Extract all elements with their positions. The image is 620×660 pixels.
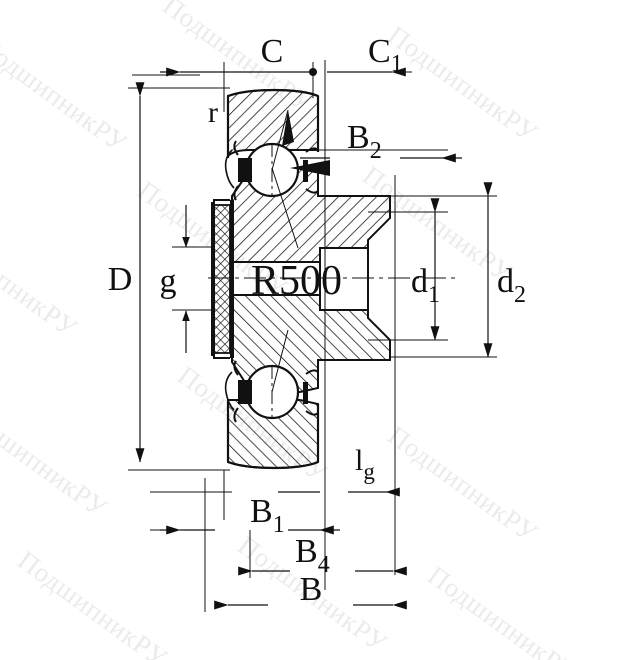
label-d2: d2 bbox=[497, 263, 526, 308]
leader-arrow-B2 bbox=[290, 160, 330, 176]
label-B4: B4 bbox=[295, 533, 330, 578]
label-g: g bbox=[160, 263, 177, 300]
dimension-line-C bbox=[160, 67, 317, 77]
label-R500: R500 bbox=[251, 258, 342, 304]
label-B1: B1 bbox=[250, 493, 285, 538]
label-C: C bbox=[261, 33, 284, 70]
bore-outline bbox=[319, 248, 369, 310]
ball-lower bbox=[224, 360, 319, 423]
label-D: D bbox=[108, 261, 133, 298]
label-B: B bbox=[300, 571, 323, 608]
leader-arrow-r bbox=[282, 110, 294, 146]
outer-ring-upper bbox=[226, 88, 320, 159]
leader-lines bbox=[271, 109, 299, 393]
label-B2: B2 bbox=[347, 119, 382, 164]
label-C1: C1 bbox=[368, 33, 403, 77]
outer-ring-lower bbox=[226, 399, 320, 470]
label-r: r bbox=[208, 96, 218, 129]
label-lg: lg bbox=[355, 444, 375, 484]
label-d1: d1 bbox=[411, 263, 440, 308]
seal-shield-strip bbox=[211, 199, 234, 359]
